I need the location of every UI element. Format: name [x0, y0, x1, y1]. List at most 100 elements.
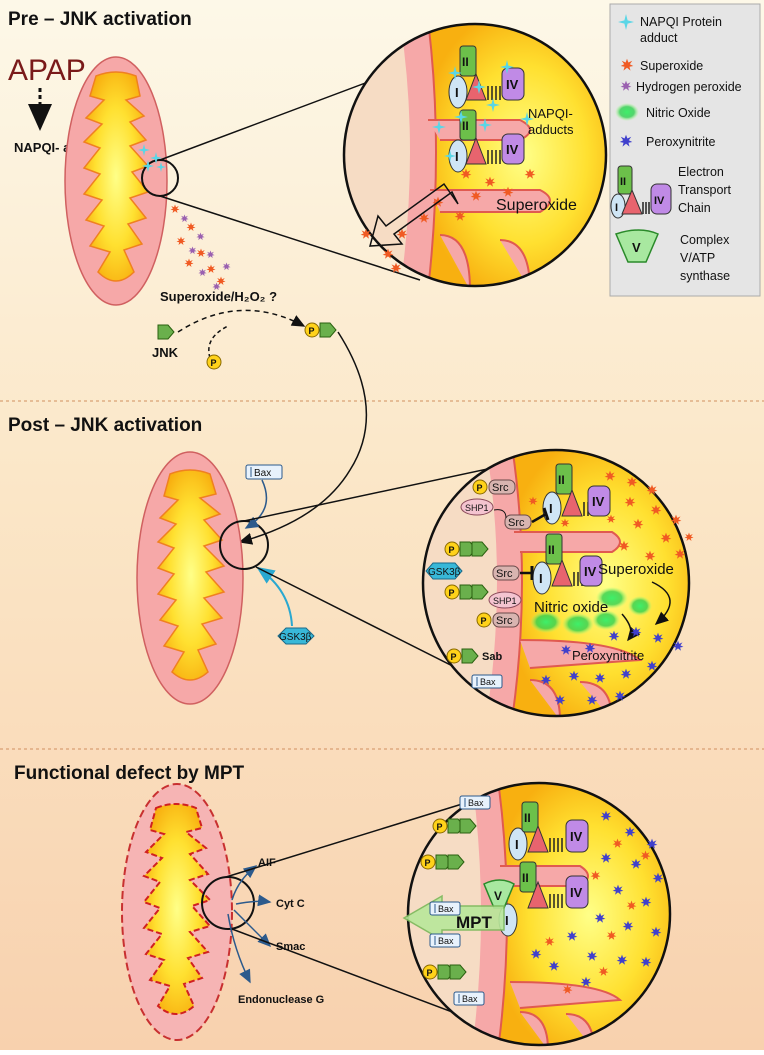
phospho-jnk-inner-2: P — [444, 584, 489, 600]
svg-text:I: I — [615, 202, 618, 214]
zoom-line — [243, 461, 521, 522]
svg-text:P: P — [309, 326, 315, 336]
mpt-label: MPT — [456, 913, 493, 932]
nitric-oxide-post — [530, 587, 652, 635]
jnk-phosphorylation-arrow — [177, 309, 306, 333]
peroxynitrite-formation-arrow-1 — [651, 581, 671, 625]
bax-mpt-group: Bax Bax Bax Bax P P P — [420, 795, 491, 1006]
zoom-superoxide-label: Superoxide — [496, 197, 577, 214]
phospho-jnk-mpt-1: P — [432, 818, 477, 834]
mitochondrion-mpt — [121, 783, 255, 1041]
legend: NAPQI Protein adduct Superoxide Hydrogen… — [609, 3, 761, 297]
bax-mpt-2: Bax — [429, 901, 461, 916]
legend-atp-2: V/ATP — [680, 251, 715, 265]
zoom-napqi-label-2: adducts — [528, 122, 574, 137]
gsk3b-outer: GSK3β — [277, 627, 315, 645]
bax-mpt-4: Bax — [453, 991, 485, 1006]
legend-atp-synthase-icon: V — [614, 229, 659, 263]
zoom-napqi-label-1: NAPQI- — [528, 106, 573, 121]
svg-text:V: V — [494, 889, 502, 903]
svg-text:I: I — [515, 837, 519, 852]
svg-text:II: II — [462, 55, 469, 69]
legend-atp-3: synthase — [680, 269, 730, 283]
svg-text:II: II — [522, 871, 529, 885]
svg-text:P: P — [437, 822, 443, 832]
svg-text:P: P — [427, 968, 433, 978]
inhibition-line — [531, 512, 547, 524]
phosphate-dashed-arrow — [208, 325, 229, 359]
svg-text:I: I — [455, 85, 459, 100]
svg-text:Bax: Bax — [438, 904, 454, 914]
endog-label: Endonuclease G — [238, 994, 324, 1006]
svg-text:II: II — [548, 543, 555, 557]
svg-text:I: I — [455, 149, 459, 164]
legend-no: Nitric Oxide — [646, 106, 711, 120]
legend-napqi-2: adduct — [640, 31, 678, 45]
legend-etc-2: Transport — [678, 183, 732, 197]
etc-complex-mpt-2: I II IV V — [483, 861, 589, 937]
legend-peroxynitrite: Peroxynitrite — [646, 135, 716, 149]
svg-text:Src: Src — [496, 568, 513, 580]
etc-complex-pre-1: I II IV — [448, 45, 525, 109]
bax-inner-post: Bax — [471, 674, 503, 689]
svg-text:II: II — [462, 119, 469, 133]
nitric-oxide-label: Nitric oxide — [534, 599, 608, 616]
bax-mpt-3: Bax — [429, 933, 461, 948]
svg-text:I: I — [505, 913, 509, 928]
svg-text:Bax: Bax — [254, 468, 271, 479]
zoom-line — [159, 69, 401, 161]
legend-etc-1: Electron — [678, 165, 724, 179]
svg-text:IV: IV — [584, 564, 597, 579]
legend-superoxide: Superoxide — [640, 59, 703, 73]
gsk3b-translocation-arrow — [256, 566, 293, 627]
svg-text:IV: IV — [506, 77, 519, 92]
ros-release-arrow — [369, 182, 459, 247]
etc-complex-post-1: I II IV — [542, 463, 611, 525]
shp1-1: SHP1 — [460, 498, 494, 516]
smac-label: Smac — [276, 941, 305, 953]
svg-text:Bax: Bax — [462, 994, 478, 1004]
svg-text:II: II — [620, 176, 626, 188]
mitochondrion-pre — [64, 56, 179, 306]
peroxynitrite-label: Peroxynitrite — [572, 648, 644, 663]
svg-text:GSK3β: GSK3β — [428, 567, 461, 578]
cytc-release-arrow — [235, 894, 272, 907]
svg-text:Src: Src — [496, 615, 513, 627]
svg-text:Bax: Bax — [438, 936, 454, 946]
svg-text:P: P — [451, 652, 457, 662]
section-title-post-jnk: Post – JNK activation — [8, 415, 202, 436]
svg-text:P: P — [449, 588, 455, 598]
mitochondrion-post — [136, 451, 269, 705]
svg-text:Bax: Bax — [480, 677, 496, 687]
legend-h2o2: Hydrogen peroxide — [636, 80, 742, 94]
svg-text:SHP1: SHP1 — [465, 503, 489, 513]
gsk3b-inner: GSK3β — [425, 562, 463, 580]
svg-text:Bax: Bax — [468, 798, 484, 808]
zoom-line — [225, 795, 489, 878]
smac-release-arrow — [233, 909, 272, 948]
svg-text:P: P — [481, 616, 487, 626]
superoxide-h2o2-label: Superoxide/H₂O₂ ? — [160, 289, 277, 304]
zoom-line — [159, 195, 421, 281]
phospho-src-1: P Src — [472, 479, 516, 495]
sab-label: Sab — [482, 651, 502, 663]
svg-text:I: I — [549, 501, 553, 516]
svg-text:Src: Src — [508, 517, 525, 529]
legend-napqi-1: NAPQI Protein — [640, 15, 722, 29]
section-title-mpt: Functional defect by MPT — [14, 763, 245, 784]
phospho-jnk-mpt-3: P — [422, 964, 467, 980]
svg-text:P: P — [211, 358, 217, 368]
svg-text:P: P — [477, 483, 483, 493]
phosphate-free: P — [206, 354, 222, 370]
jnk-inactive — [157, 324, 175, 340]
phospho-src-2: P Src — [476, 612, 520, 628]
legend-etc-3: Chain — [678, 201, 711, 215]
bax-mpt-1: Bax — [459, 795, 491, 810]
phospho-jnk: P — [304, 322, 337, 338]
bax-translocation-arrow — [244, 479, 268, 529]
shp1-2: SHP1 — [488, 591, 522, 609]
legend-atp-1: Complex — [680, 233, 730, 247]
section-title-pre-jnk: Pre – JNK activation — [8, 9, 192, 30]
